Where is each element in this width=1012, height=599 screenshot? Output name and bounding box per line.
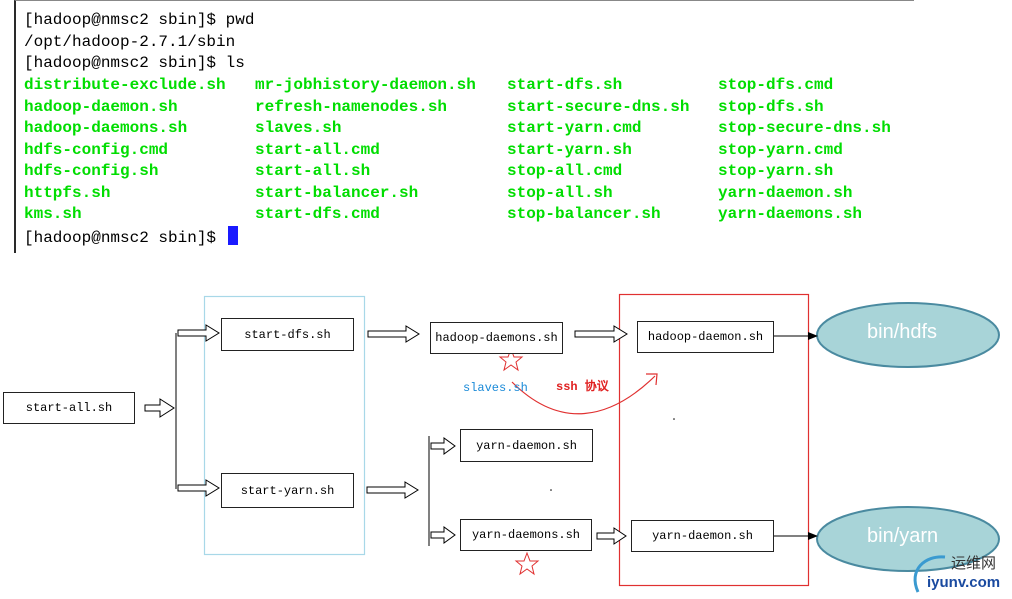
ssh-curve-arrowhead [646, 373, 658, 386]
ls-entry: stop-secure-dns.sh [718, 119, 891, 137]
slaves-note: slaves.sh [463, 381, 528, 395]
hadoop-daemons-box[interactable]: hadoop-daemons.sh [430, 322, 563, 354]
hadoop-daemon-box[interactable]: hadoop-daemon.sh [637, 321, 774, 353]
block-arrow [596, 527, 627, 545]
block-arrow [430, 526, 456, 544]
ssh-curve [511, 375, 656, 415]
daemon-region [618, 293, 810, 587]
start-all-box[interactable]: start-all.sh [3, 392, 135, 424]
block-arrow [177, 479, 220, 497]
terminal-line-pwd-output: /opt/hadoop-2.7.1/sbin [24, 33, 236, 51]
start-dfs-box[interactable]: start-dfs.sh [221, 318, 354, 351]
watermark-logo-icon [913, 555, 946, 593]
ls-entry: hdfs-config.cmd [24, 141, 169, 159]
terminal-cursor [227, 226, 238, 245]
ls-entry: stop-all.cmd [507, 162, 623, 180]
block-arrow [177, 324, 220, 342]
star-icon [514, 551, 540, 576]
block-arrow [367, 325, 420, 343]
ls-entry: hdfs-config.sh [24, 162, 159, 180]
ls-entry: start-yarn.cmd [507, 119, 642, 137]
bin-yarn-label: bin/yarn [867, 525, 939, 547]
ls-entry: yarn-daemons.sh [718, 205, 863, 223]
block-arrow [574, 325, 628, 343]
ls-entry: start-all.sh [255, 162, 371, 180]
stray-dot [673, 418, 675, 420]
yarn-daemon-box-right[interactable]: yarn-daemon.sh [631, 520, 774, 552]
ssh-protocol-note: ssh 协议 [556, 380, 609, 394]
ls-entry: hadoop-daemon.sh [24, 98, 178, 116]
ls-entry: stop-yarn.sh [718, 162, 834, 180]
watermark-text-cn: 运维网 [951, 554, 997, 572]
ls-entry: httpfs.sh [24, 184, 111, 202]
ls-entry: start-dfs.cmd [255, 205, 380, 223]
ls-entry: start-yarn.sh [507, 141, 632, 159]
ls-entry: kms.sh [24, 205, 82, 223]
ls-entry: stop-yarn.cmd [718, 141, 843, 159]
ls-entry: stop-balancer.sh [507, 205, 661, 223]
terminal-line-pwd-command: [hadoop@nmsc2 sbin]$ pwd [24, 11, 255, 29]
ls-entry: refresh-namenodes.sh [255, 98, 448, 116]
ls-entry: start-balancer.sh [255, 184, 419, 202]
block-arrow [144, 398, 175, 418]
terminal-prompt-line[interactable]: [hadoop@nmsc2 sbin]$ [24, 226, 238, 248]
ls-entry: stop-dfs.cmd [718, 76, 834, 94]
yarn-daemons-box[interactable]: yarn-daemons.sh [460, 519, 592, 551]
ls-entry: start-dfs.sh [507, 76, 623, 94]
ls-entry: start-all.cmd [255, 141, 380, 159]
block-arrow [430, 437, 456, 455]
ls-entry: distribute-exclude.sh [24, 76, 226, 94]
ls-entry: hadoop-daemons.sh [24, 119, 188, 137]
ls-entry: stop-dfs.sh [718, 98, 824, 116]
start-yarn-box[interactable]: start-yarn.sh [221, 473, 354, 508]
ls-entry: yarn-daemon.sh [718, 184, 853, 202]
star-icon [498, 347, 524, 372]
terminal-window[interactable]: [hadoop@nmsc2 sbin]$ pwd /opt/hadoop-2.7… [14, 0, 914, 253]
bin-hdfs-label: bin/hdfs [867, 321, 938, 343]
block-arrow [366, 481, 419, 499]
ls-entry: stop-all.sh [507, 184, 613, 202]
terminal-line-ls-command: [hadoop@nmsc2 sbin]$ ls [24, 54, 245, 72]
ls-entry: start-secure-dns.sh [507, 98, 690, 116]
dfs-yarn-region [203, 295, 366, 556]
ls-entry: slaves.sh [255, 119, 342, 137]
stray-dot [550, 489, 552, 491]
ls-entry: mr-jobhistory-daemon.sh [255, 76, 476, 94]
watermark-text-domain: iyunv.com [927, 574, 1001, 591]
terminal-final-prompt: [hadoop@nmsc2 sbin]$ [24, 229, 226, 247]
yarn-daemon-box-top[interactable]: yarn-daemon.sh [460, 429, 593, 462]
